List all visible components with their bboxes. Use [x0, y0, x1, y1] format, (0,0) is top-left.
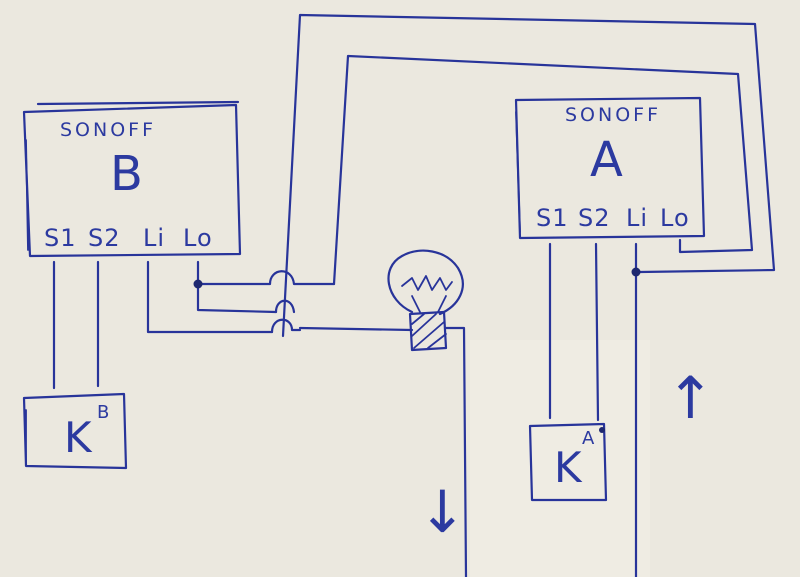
switch-k-b-letter: K	[64, 413, 93, 462]
wire-b-lo-upper	[196, 270, 336, 286]
paper-patch	[470, 340, 650, 577]
bulb-filament-legs	[411, 295, 447, 313]
module-a-terminal-s1: S1	[536, 204, 569, 232]
light-bulb-icon	[387, 249, 464, 352]
junction-a-li	[631, 267, 641, 277]
module-a-brand: SONOFF	[565, 104, 661, 126]
wires-b-power	[146, 260, 414, 334]
module-b-letter: B	[110, 146, 143, 202]
switch-k-b-superscript: B	[97, 402, 109, 423]
module-b-terminal-s2: S2	[88, 224, 121, 252]
module-a-left-edge	[515, 111, 521, 233]
wire-b-lo-lower	[196, 260, 278, 314]
wires-b-switch	[52, 260, 100, 390]
switch-k-b: K B	[22, 392, 128, 470]
module-b-terminal-li: Li	[143, 224, 165, 252]
wires-travellers	[281, 13, 776, 338]
wires-a-switch	[548, 242, 600, 422]
wire-bulb-out	[444, 326, 468, 577]
bulb-socket	[408, 310, 448, 352]
switch-k-a-superscript: A	[582, 428, 595, 449]
bulb-socket-hatch	[411, 313, 447, 349]
switch-k-a-box	[528, 422, 608, 502]
arrow-down-icon: ↓	[418, 478, 467, 546]
switch-k-a-corner-dot	[599, 427, 605, 433]
switch-k-a: K A	[528, 422, 608, 502]
bulb-glass	[387, 249, 464, 316]
module-b-brand: SONOFF	[60, 119, 156, 141]
junction-b-lo	[193, 279, 203, 289]
wire-traveller-inner	[332, 54, 754, 286]
wire-b-li-to-bulb	[298, 326, 414, 332]
wire-b-li	[146, 260, 274, 334]
module-b-top-edge	[36, 100, 240, 106]
module-a-letter: A	[590, 132, 623, 188]
module-b-terminal-s1: S1	[44, 224, 77, 252]
module-a-terminal-s2: S2	[578, 204, 611, 232]
wire-a-s2	[594, 242, 600, 422]
switch-k-a-letter: K	[554, 443, 583, 492]
arrow-up-icon: ↑	[666, 364, 715, 432]
module-b-left-edge	[25, 139, 29, 251]
sonoff-module-b: SONOFF B S1 S2 Li Lo	[22, 100, 242, 258]
module-a-terminal-lo: Lo	[660, 204, 690, 232]
module-b-terminal-lo: Lo	[183, 224, 213, 252]
wire-traveller-outer	[281, 13, 776, 338]
sonoff-module-a: SONOFF A S1 S2 Li Lo	[514, 96, 706, 240]
module-a-terminal-li: Li	[626, 204, 648, 232]
bulb-filament	[401, 275, 453, 291]
wires-a-power	[631, 242, 641, 577]
